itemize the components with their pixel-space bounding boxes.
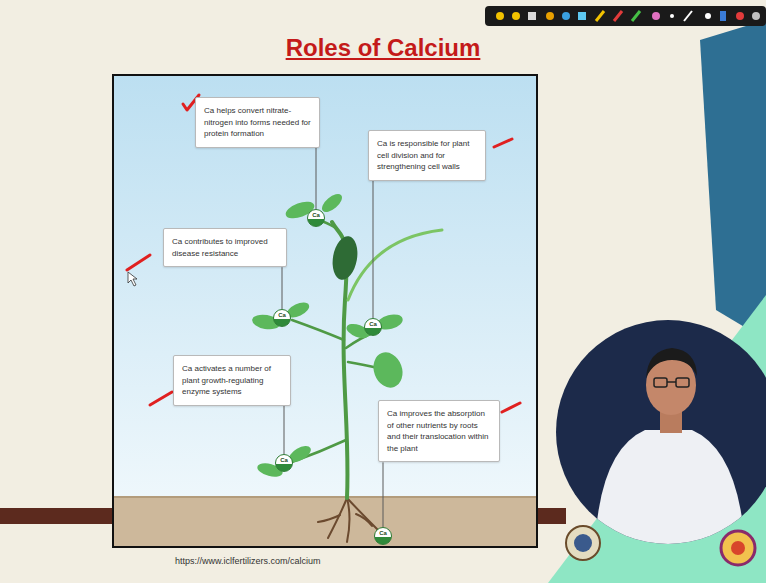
toolbar-icon — [562, 12, 570, 20]
badge-label: Ca — [375, 528, 391, 536]
badge-label: Ca — [274, 310, 290, 318]
soil — [114, 497, 536, 546]
toolbar-icon — [652, 12, 660, 20]
toolbar-icon — [528, 12, 536, 20]
institute-logo — [566, 526, 600, 560]
callout-box: Ca improves the absorption of other nutr… — [378, 400, 500, 462]
leader-line — [383, 462, 384, 527]
root — [347, 498, 378, 530]
callout-text: Ca activates a number of plant growth-re… — [182, 363, 282, 398]
grass-blade — [348, 230, 442, 300]
logo-ring — [566, 526, 600, 560]
callout-text: Ca improves the absorption of other nutr… — [387, 408, 491, 454]
source-url: https://www.iclfertilizers.com/calcium — [175, 556, 321, 566]
presenter — [595, 348, 745, 545]
nutrient-badge: Ca — [374, 527, 392, 545]
root — [347, 498, 350, 542]
toolbar-icon — [578, 12, 586, 20]
toolbar-icon — [736, 12, 744, 20]
roots — [318, 498, 378, 542]
root — [318, 515, 340, 522]
toolbar-icon — [596, 11, 604, 21]
presenter-shirt — [595, 430, 745, 545]
leader-line — [284, 406, 285, 454]
callout-text: Ca helps convert nitrate-nitrogen into f… — [204, 105, 311, 140]
toolbar-icon — [670, 14, 674, 18]
nutrient-badge: Ca — [275, 454, 293, 472]
nutrient-badge: Ca — [307, 209, 325, 227]
nutrient-badge: Ca — [364, 318, 382, 336]
slide-title: Roles of Calcium — [0, 34, 766, 62]
toolbar-icon — [546, 12, 554, 20]
leader-line — [316, 148, 317, 209]
nutrient-badge: Ca — [273, 309, 291, 327]
callout-box: Ca helps convert nitrate-nitrogen into f… — [195, 97, 320, 148]
logo-core — [574, 534, 592, 552]
toolbar-icon — [705, 13, 711, 19]
presenter-hair — [646, 348, 697, 378]
leader-line — [282, 267, 283, 309]
annotation-toolbar — [485, 6, 766, 26]
badge-label: Ca — [276, 455, 292, 463]
tick-stroke — [494, 139, 512, 147]
callout-box: Ca contributes to improved disease resis… — [163, 228, 287, 267]
presenter-glasses — [654, 378, 689, 387]
decor-band — [700, 20, 766, 340]
logo-ring — [721, 531, 755, 565]
callout-text: Ca is responsible for plant cell divisio… — [377, 138, 477, 173]
branches — [292, 220, 378, 462]
logo-core — [731, 541, 745, 555]
root — [356, 514, 372, 526]
toolbar-icon — [512, 12, 520, 20]
soil-surface — [114, 496, 536, 498]
toolbar-icon — [720, 11, 726, 21]
toolbar-icons — [496, 11, 760, 21]
toolbar-icon — [496, 12, 504, 20]
toolbar-icon — [684, 11, 692, 21]
leader-line — [373, 181, 374, 318]
toolbar-icon — [752, 12, 760, 20]
toolbar-icon — [614, 11, 622, 21]
callout-box: Ca is responsible for plant cell divisio… — [368, 130, 486, 181]
tick-stroke — [150, 392, 172, 405]
illustration-frame — [113, 75, 537, 547]
annotation-marks — [127, 95, 520, 412]
dark-leaf — [329, 234, 360, 281]
presenter-frame — [556, 320, 766, 544]
glasses-bridge — [667, 381, 676, 383]
branch — [292, 320, 344, 340]
tick-stroke — [502, 403, 520, 412]
glasses-lens — [654, 378, 667, 387]
callout-box: Ca activates a number of plant growth-re… — [173, 355, 291, 406]
badge-label: Ca — [308, 210, 324, 218]
nptel-logo — [721, 531, 755, 565]
toolbar-icon — [632, 11, 640, 21]
glasses-lens — [676, 378, 689, 387]
badge-label: Ca — [365, 319, 381, 327]
leaf — [369, 348, 408, 391]
mouse-cursor — [128, 272, 137, 286]
tick-stroke — [127, 255, 150, 270]
callout-text: Ca contributes to improved disease resis… — [172, 236, 278, 259]
